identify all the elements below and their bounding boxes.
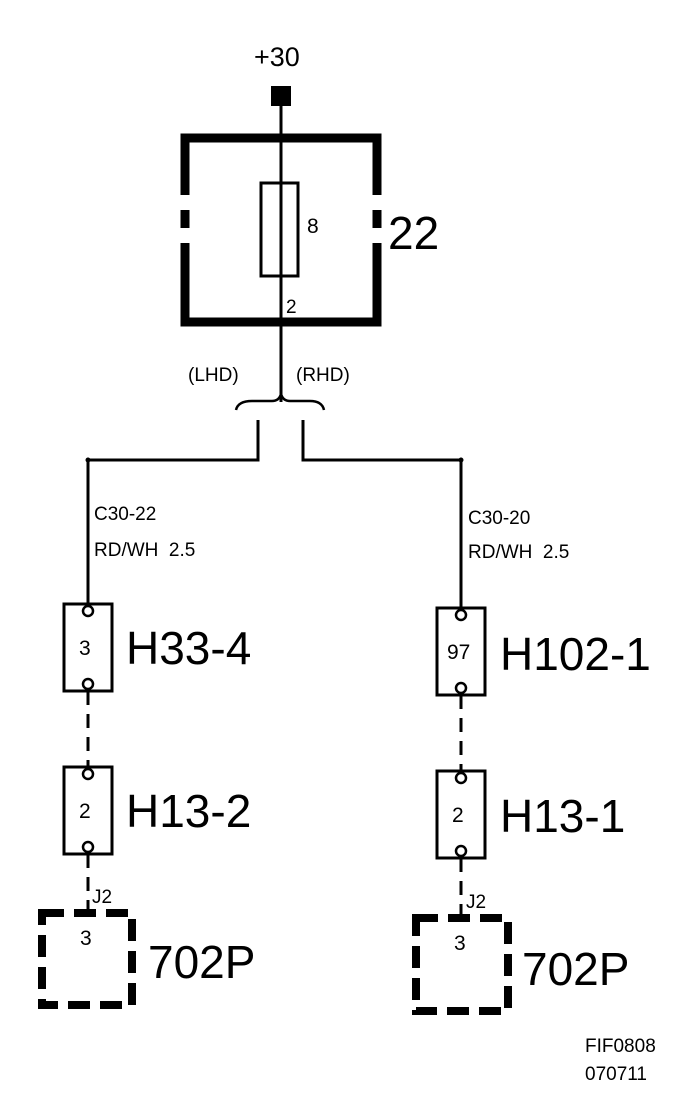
wire-left-spec: RD/WH 2.5 bbox=[94, 540, 195, 561]
component-left-pin: 3 bbox=[80, 927, 92, 950]
figure-code: FIF0808 bbox=[585, 1036, 656, 1057]
variant-rhd-label: (RHD) bbox=[296, 365, 350, 386]
component-right-id: 702P bbox=[522, 943, 629, 995]
connector-h33-4: 3 bbox=[62, 602, 114, 693]
fuse-pin: 2 bbox=[286, 297, 297, 318]
variant-lhd-label: (LHD) bbox=[188, 365, 239, 386]
component-left-connector: J2 bbox=[92, 887, 112, 908]
connector-h13-1: 2 bbox=[435, 769, 487, 860]
fuse-box bbox=[180, 133, 382, 327]
connector-h13-2: 2 bbox=[62, 765, 114, 856]
fuse-number: 8 bbox=[307, 215, 319, 238]
connector-h33-4-id: H33-4 bbox=[126, 622, 251, 674]
supply-terminal bbox=[271, 86, 291, 106]
component-left-id: 702P bbox=[148, 936, 255, 988]
connector-h102-1: 97 bbox=[435, 606, 487, 697]
supply-label: +30 bbox=[254, 42, 300, 72]
component-right-connector: J2 bbox=[466, 892, 486, 913]
figure-date: 070711 bbox=[585, 1064, 647, 1085]
component-left-box bbox=[38, 909, 136, 1009]
connector-h13-1-pin: 2 bbox=[452, 804, 464, 827]
wire-right bbox=[301, 420, 463, 608]
wire-left bbox=[86, 420, 260, 604]
connector-h13-1-id: H13-1 bbox=[500, 790, 625, 842]
component-right-pin: 3 bbox=[454, 932, 466, 955]
wire-right-spec: RD/WH 2.5 bbox=[468, 542, 569, 563]
connector-h102-1-id: H102-1 bbox=[500, 628, 651, 680]
variant-brace bbox=[234, 389, 326, 411]
wire-right-id: C30-20 bbox=[468, 508, 530, 529]
component-right-box bbox=[412, 914, 512, 1015]
connector-h13-2-id: H13-2 bbox=[126, 785, 251, 837]
connector-h102-1-pin: 97 bbox=[447, 641, 470, 664]
connector-h33-4-pin: 3 bbox=[79, 637, 91, 660]
connector-h13-2-pin: 2 bbox=[79, 800, 91, 823]
wire-left-id: C30-22 bbox=[94, 504, 156, 525]
fuse-box-id: 22 bbox=[388, 207, 439, 259]
